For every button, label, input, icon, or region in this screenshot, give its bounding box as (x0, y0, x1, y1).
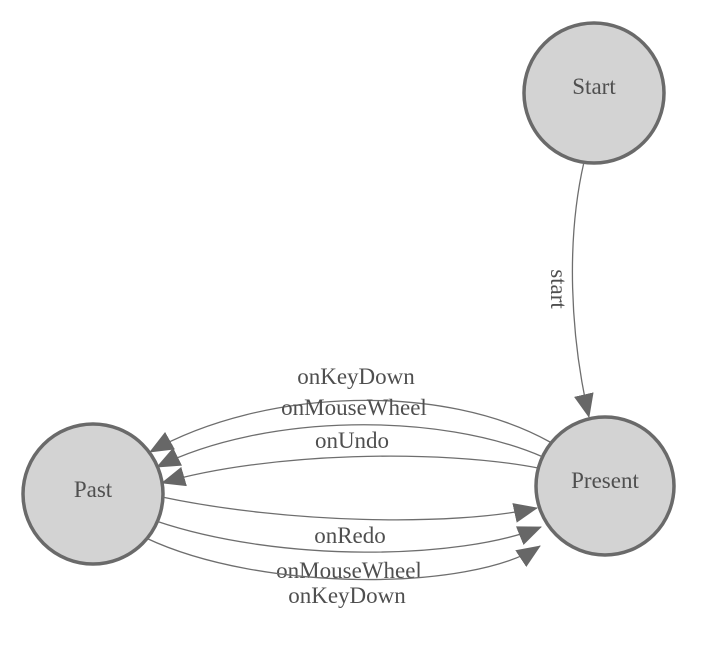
edge-label-onmousewheel-top: onMouseWheel (281, 395, 427, 420)
edge-present-to-past-onkeydown[interactable] (149, 399, 551, 453)
edge-present-to-past-onundo[interactable] (161, 455, 539, 487)
state-label-past: Past (74, 477, 113, 502)
edge-past-to-present-onredo[interactable] (161, 496, 538, 523)
state-nodes: Start Present Past (21, 21, 676, 566)
state-node-past[interactable] (21, 422, 165, 566)
edge-past-to-present-onkeydown[interactable] (145, 537, 541, 581)
edge-label-start: start (546, 269, 571, 309)
state-node-present[interactable] (534, 415, 676, 557)
state-label-present: Present (571, 468, 639, 493)
state-node-start[interactable] (522, 21, 666, 165)
state-label-start: Start (572, 74, 616, 99)
edge-label-onkeydown-top: onKeyDown (297, 364, 415, 389)
edge-start-to-present[interactable] (571, 161, 594, 418)
edge-label-onkeydown-bottom: onKeyDown (288, 583, 406, 608)
edge-present-to-past-onmousewheel[interactable] (156, 424, 544, 468)
edge-label-onundo: onUndo (315, 428, 389, 453)
edge-label-onredo: onRedo (314, 523, 386, 548)
edge-past-to-present-onmousewheel[interactable] (155, 520, 542, 553)
transition-edges: start onKeyDown onMouseWheel onUndo onRe… (145, 161, 594, 608)
